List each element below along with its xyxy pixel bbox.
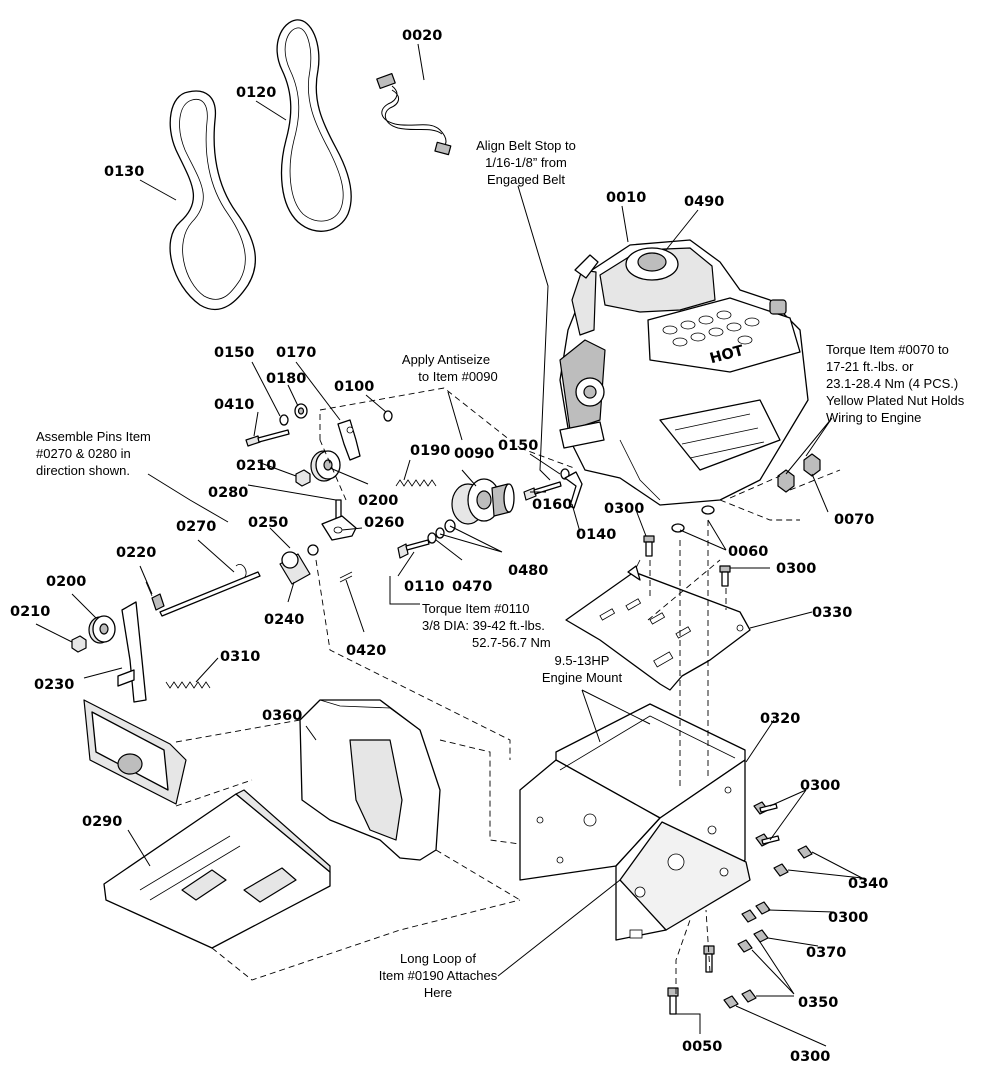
callout-0280: 0280: [208, 485, 248, 501]
callout-0300: 0300: [800, 778, 840, 794]
belt-cover-0360: [299, 699, 441, 861]
callout-0360: 0360: [262, 708, 302, 724]
clutch-parts: [71, 403, 583, 805]
svg-text:Assemble Pins Item: Assemble Pins Item: [36, 429, 151, 444]
callout-0410: 0410: [214, 397, 254, 413]
note-long-loop: Long Loop of Item #0190 Attaches Here: [379, 951, 498, 1000]
belt-0120: [276, 19, 352, 232]
callout-0330: 0330: [812, 605, 852, 621]
callout-0480: 0480: [508, 563, 548, 579]
engine-mount-plate-0330: [565, 559, 751, 691]
callout-0020: 0020: [402, 28, 442, 44]
note-engine-mount: 9.5-13HP Engine Mount: [542, 653, 623, 685]
hardware: [643, 453, 821, 1015]
svg-text:Torque Item #0110: Torque Item #0110: [422, 601, 529, 616]
callout-0200: 0200: [358, 493, 398, 509]
callout-0370: 0370: [806, 945, 846, 961]
note-torque-0110: Torque Item #0110 3/8 DIA: 39-42 ft.-lbs…: [422, 601, 551, 650]
callout-0050: 0050: [682, 1039, 722, 1055]
extension-cord-0020: [376, 72, 452, 156]
callout-0060: 0060: [728, 544, 768, 560]
callout-0270: 0270: [176, 519, 216, 535]
callout-0490: 0490: [684, 194, 724, 210]
callout-0420: 0420: [346, 643, 386, 659]
svg-text:Yellow Plated Nut Holds: Yellow Plated Nut Holds: [826, 393, 965, 408]
shield-0290: [103, 789, 331, 949]
svg-text:Engaged Belt: Engaged Belt: [487, 172, 565, 187]
callout-0100: 0100: [334, 379, 374, 395]
svg-text:1/16-1/8” from: 1/16-1/8” from: [485, 155, 567, 170]
callout-0070: 0070: [834, 512, 874, 528]
callout-0290: 0290: [82, 814, 122, 830]
callout-0310: 0310: [220, 649, 260, 665]
cylinder-fins: [662, 310, 760, 347]
callout-0190: 0190: [410, 443, 450, 459]
note-assemble-pins: Assemble Pins Item #0270 & 0280 in direc…: [36, 429, 151, 478]
svg-text:9.5-13HP: 9.5-13HP: [555, 653, 610, 668]
note-torque-0070: Torque Item #0070 to 17-21 ft.-lbs. or 2…: [826, 342, 965, 425]
leader-lines: [35, 43, 863, 1047]
svg-text:3/8 DIA: 39-42 ft.-lbs.: 3/8 DIA: 39-42 ft.-lbs.: [422, 618, 545, 633]
svg-text:52.7-56.7 Nm: 52.7-56.7 Nm: [472, 635, 551, 650]
svg-text:#0270 & 0280 in: #0270 & 0280 in: [36, 446, 131, 461]
callout-0160: 0160: [532, 497, 572, 513]
callout-0470: 0470: [452, 579, 492, 595]
svg-text:to Item #0090: to Item #0090: [418, 369, 498, 384]
callout-0300: 0300: [790, 1049, 830, 1065]
engine-0010: HOT: [559, 239, 809, 506]
callout-0230: 0230: [34, 677, 74, 693]
callout-0340: 0340: [848, 876, 888, 892]
frame-0320: [519, 703, 751, 941]
callout-0210: 0210: [10, 604, 50, 620]
callout-0010: 0010: [606, 190, 646, 206]
callout-0130: 0130: [104, 164, 144, 180]
belt-0130: [169, 90, 256, 311]
callout-0260: 0260: [364, 515, 404, 531]
svg-text:Align Belt Stop to: Align Belt Stop to: [476, 138, 576, 153]
callout-0250: 0250: [248, 515, 288, 531]
svg-text:Long Loop of: Long Loop of: [400, 951, 476, 966]
callout-0140: 0140: [576, 527, 616, 543]
callout-0300: 0300: [604, 501, 644, 517]
callout-0300: 0300: [776, 561, 816, 577]
svg-text:23.1-28.4 Nm (4 PCS.): 23.1-28.4 Nm (4 PCS.): [826, 376, 958, 391]
callout-0180: 0180: [266, 371, 306, 387]
callout-0300: 0300: [828, 910, 868, 926]
callout-0170: 0170: [276, 345, 316, 361]
callout-0120: 0120: [236, 85, 276, 101]
callout-0150: 0150: [214, 345, 254, 361]
callout-labels: 0020 0120 0130 0010 0490 0150 0170 0180 …: [10, 28, 888, 1065]
svg-text:Wiring to Engine: Wiring to Engine: [826, 410, 921, 425]
svg-text:Here: Here: [424, 985, 452, 1000]
svg-text:direction shown.: direction shown.: [36, 463, 130, 478]
callout-0200: 0200: [46, 574, 86, 590]
svg-text:17-21 ft.-lbs. or: 17-21 ft.-lbs. or: [826, 359, 914, 374]
callout-0240: 0240: [264, 612, 304, 628]
callout-0090: 0090: [454, 446, 494, 462]
svg-text:Apply Antiseize: Apply Antiseize: [402, 352, 490, 367]
callout-0350: 0350: [798, 995, 838, 1011]
note-antiseize: Apply Antiseize to Item #0090: [402, 352, 498, 384]
callout-0320: 0320: [760, 711, 800, 727]
assembly-lines: [175, 387, 841, 1014]
callout-0110: 0110: [404, 579, 444, 595]
callout-0150: 0150: [498, 438, 538, 454]
callout-0210: 0210: [236, 458, 276, 474]
svg-text:Item #0190 Attaches: Item #0190 Attaches: [379, 968, 498, 983]
callout-0220: 0220: [116, 545, 156, 561]
note-align-belt: Align Belt Stop to 1/16-1/8” from Engage…: [476, 138, 576, 187]
svg-text:Engine Mount: Engine Mount: [542, 670, 623, 685]
svg-text:Torque Item #0070 to: Torque Item #0070 to: [826, 342, 949, 357]
